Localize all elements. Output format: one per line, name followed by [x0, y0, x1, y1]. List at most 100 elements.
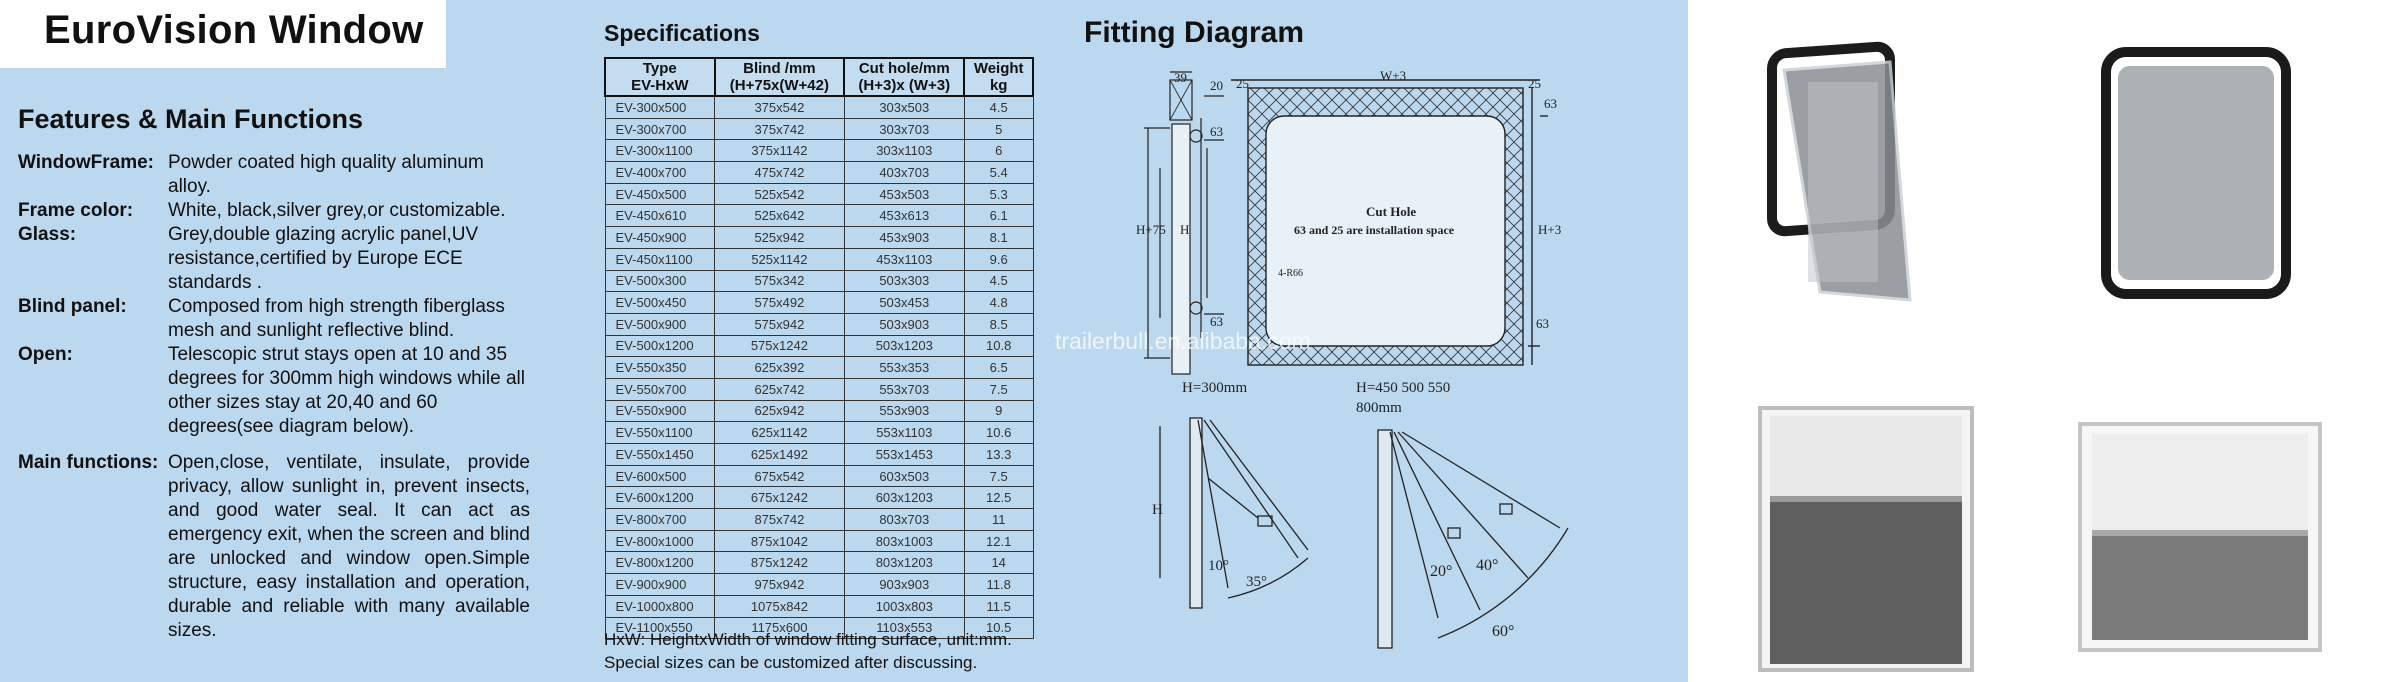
watermark: trailerbull.en.alibaba.com [1055, 328, 1311, 354]
table-cell: 303x1103 [843, 139, 965, 163]
table-cell: EV-400x700 [604, 161, 716, 184]
column-header: Blind /mm(H+75x(W+42) [713, 57, 846, 97]
table-cell: 625x1142 [714, 421, 845, 444]
angle-40: 40° [1476, 557, 1498, 574]
spec-sheet-panel: EuroVision Window Features & Main Functi… [0, 0, 1688, 682]
table-cell: 7.5 [963, 464, 1034, 488]
table-cell: EV-900x900 [604, 573, 716, 596]
table-cell: EV-450x1100 [604, 247, 716, 271]
table-cell: 11.8 [963, 573, 1034, 596]
feature-row-frame: WindowFrame: Powder coated high quality … [18, 151, 538, 199]
specifications-heading: Specifications [604, 20, 760, 46]
table-cell: EV-500x300 [604, 269, 716, 293]
column-header: Cut hole/mm(H+3)x (W+3) [843, 57, 966, 97]
table-cell: 10.8 [963, 334, 1034, 358]
table-cell: 4.5 [963, 269, 1034, 293]
dim-w3: W+3 [1380, 68, 1406, 83]
table-cell: EV-500x900 [604, 312, 716, 336]
angle-20: 20° [1430, 563, 1452, 580]
table-cell: 503x453 [843, 291, 965, 314]
table-cell: 7.5 [963, 377, 1034, 401]
angle-10: 10° [1208, 558, 1229, 574]
cut-hole [1265, 115, 1506, 347]
table-cell: 375x742 [714, 117, 845, 141]
table-cell: EV-1000x800 [604, 594, 716, 618]
table-cell: 8.1 [963, 226, 1034, 249]
table-cell: 525x1142 [714, 247, 845, 271]
feature-row-main-functions: Main functions: Open,close, ventilate, i… [18, 451, 538, 643]
feature-value: Grey,double glazing acrylic panel,UV res… [168, 224, 479, 293]
table-cell: 12.5 [963, 486, 1034, 510]
table-cell: 553x1453 [843, 443, 965, 466]
table-cell: 503x303 [843, 269, 965, 293]
photo-window-closed [2101, 47, 2291, 299]
table-cell: 1075x842 [714, 594, 845, 618]
profile-top-block [1169, 79, 1193, 121]
table-cell: 553x703 [843, 377, 965, 401]
table-cell: EV-600x1200 [604, 486, 716, 510]
table-cell: 625x392 [714, 356, 845, 379]
table-cell: EV-1100x550 [604, 616, 716, 640]
table-cell: 575x342 [714, 269, 845, 293]
feature-label: Blind panel: [18, 296, 127, 317]
table-cell: 525x942 [714, 226, 845, 249]
table-cell: 6.5 [963, 356, 1034, 379]
side-profile [1144, 71, 1224, 375]
feature-value: White, black,silver grey,or customizable… [168, 200, 506, 221]
cut-hole-label: Cut Hole [1366, 204, 1416, 219]
table-cell: 4.8 [963, 291, 1034, 314]
dim-h75: H+75 [1136, 222, 1166, 237]
table-cell: 11 [963, 508, 1034, 531]
table-cell: EV-550x700 [604, 377, 716, 401]
table-cell: 803x703 [843, 508, 965, 531]
table-cell: EV-450x900 [604, 226, 716, 249]
angle-35: 35° [1246, 574, 1267, 590]
table-cell: 603x503 [843, 464, 965, 488]
table-cell: 375x542 [714, 95, 845, 119]
feature-label: Open: [18, 344, 73, 365]
feature-row-glass: Glass: Grey,double glazing acrylic panel… [18, 223, 538, 295]
feature-label: Glass: [18, 224, 77, 245]
table-cell: 603x1203 [843, 486, 965, 510]
table-cell: 803x1203 [843, 551, 965, 575]
table-cell: 5.4 [963, 161, 1034, 184]
front-view [1231, 79, 1548, 366]
table-cell: EV-300x700 [604, 117, 716, 141]
table-cell: 975x942 [714, 573, 845, 596]
table-cell: 1003x803 [843, 594, 965, 618]
diagram-heading: Fitting Diagram [1084, 16, 1305, 49]
dim-63: 63 [1544, 96, 1557, 111]
table-cell: 625x942 [714, 399, 845, 423]
table-cell: 10.5 [963, 616, 1034, 640]
table-cell: 553x903 [843, 399, 965, 423]
dim-25: 25 [1528, 76, 1541, 91]
table-cell: 9 [963, 399, 1034, 423]
h450-label: H=450 500 550 [1356, 380, 1450, 396]
table-cell: EV-800x700 [604, 508, 716, 531]
table-cell: EV-500x450 [604, 291, 716, 314]
page-title: EuroVision Window [44, 8, 424, 52]
table-cell: EV-550x900 [604, 399, 716, 423]
dim-20: 20 [1210, 78, 1223, 93]
feature-row-color: Frame color: White, black,silver grey,or… [18, 199, 538, 223]
table-cell: 11.5 [963, 594, 1034, 618]
table-cell: 453x613 [843, 204, 965, 228]
feature-label: WindowFrame: [18, 152, 154, 173]
table-cell: 9.6 [963, 247, 1034, 271]
